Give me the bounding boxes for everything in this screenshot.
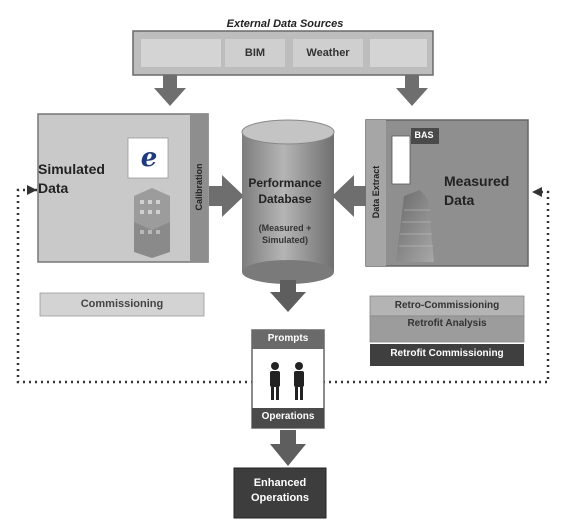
calibration-label: Calibration bbox=[194, 163, 204, 211]
energyplus-logo-icon bbox=[127, 137, 169, 179]
people-icon bbox=[270, 362, 304, 400]
bas-badge bbox=[411, 128, 439, 144]
operations-footer bbox=[252, 408, 324, 428]
energyplus-logo-glyph: e bbox=[140, 143, 158, 173]
prompts-header bbox=[252, 330, 324, 349]
building-model-icon bbox=[134, 188, 170, 258]
calibration-strip bbox=[190, 114, 208, 262]
commissioning-label: Commissioning bbox=[80, 298, 164, 310]
bim-label: BIM bbox=[244, 47, 266, 59]
simulated-data-title: Simulated Data bbox=[38, 161, 105, 196]
data-extract-strip bbox=[366, 120, 386, 266]
arrow-bar-to-measured bbox=[396, 75, 428, 106]
retrofit-analysis-box bbox=[369, 315, 525, 343]
arrow-simulated-to-db bbox=[209, 175, 244, 217]
arrow-measured-to-db bbox=[332, 175, 366, 217]
database-title: Performance Database bbox=[248, 176, 322, 206]
feedback-arrowhead-right bbox=[532, 187, 542, 197]
prompts-label: Prompts bbox=[267, 333, 309, 344]
arrow-operations-to-output bbox=[270, 430, 306, 466]
external-sources-title: External Data Sources bbox=[226, 18, 344, 30]
measured-data-title: Measured Data bbox=[444, 173, 510, 208]
simulated-data-panel bbox=[37, 113, 209, 263]
source-slot-1 bbox=[141, 39, 221, 67]
performance-database-cylinder bbox=[241, 119, 335, 284]
retrofit-commissioning-box bbox=[370, 344, 524, 366]
tower-building-icon bbox=[396, 190, 434, 262]
operations-label: Operations bbox=[261, 411, 315, 422]
retrofit-commissioning-label: Retrofit Commissioning bbox=[390, 348, 504, 359]
bas-screen-icon bbox=[391, 135, 411, 185]
database-subtitle: (Measured + Simulated) bbox=[258, 223, 312, 245]
enhanced-operations-box bbox=[233, 467, 327, 519]
retro-commissioning-label: Retro-Commissioning bbox=[394, 300, 500, 311]
arrow-db-to-operations bbox=[270, 280, 306, 312]
source-slot-bim bbox=[225, 39, 285, 67]
retrofit-analysis-label: Retrofit Analysis bbox=[407, 318, 487, 329]
arrow-bar-to-simulated bbox=[154, 75, 186, 106]
enhanced-operations-label: Enhanced Operations bbox=[250, 477, 310, 504]
weather-label: Weather bbox=[306, 47, 350, 59]
source-slot-weather bbox=[293, 39, 363, 67]
data-extract-label: Data Extract bbox=[371, 165, 381, 219]
source-slot-4 bbox=[370, 39, 427, 67]
commissioning-box bbox=[39, 292, 205, 317]
feedback-arrowhead-left bbox=[27, 185, 37, 195]
bas-badge-label: BAS bbox=[414, 130, 434, 140]
